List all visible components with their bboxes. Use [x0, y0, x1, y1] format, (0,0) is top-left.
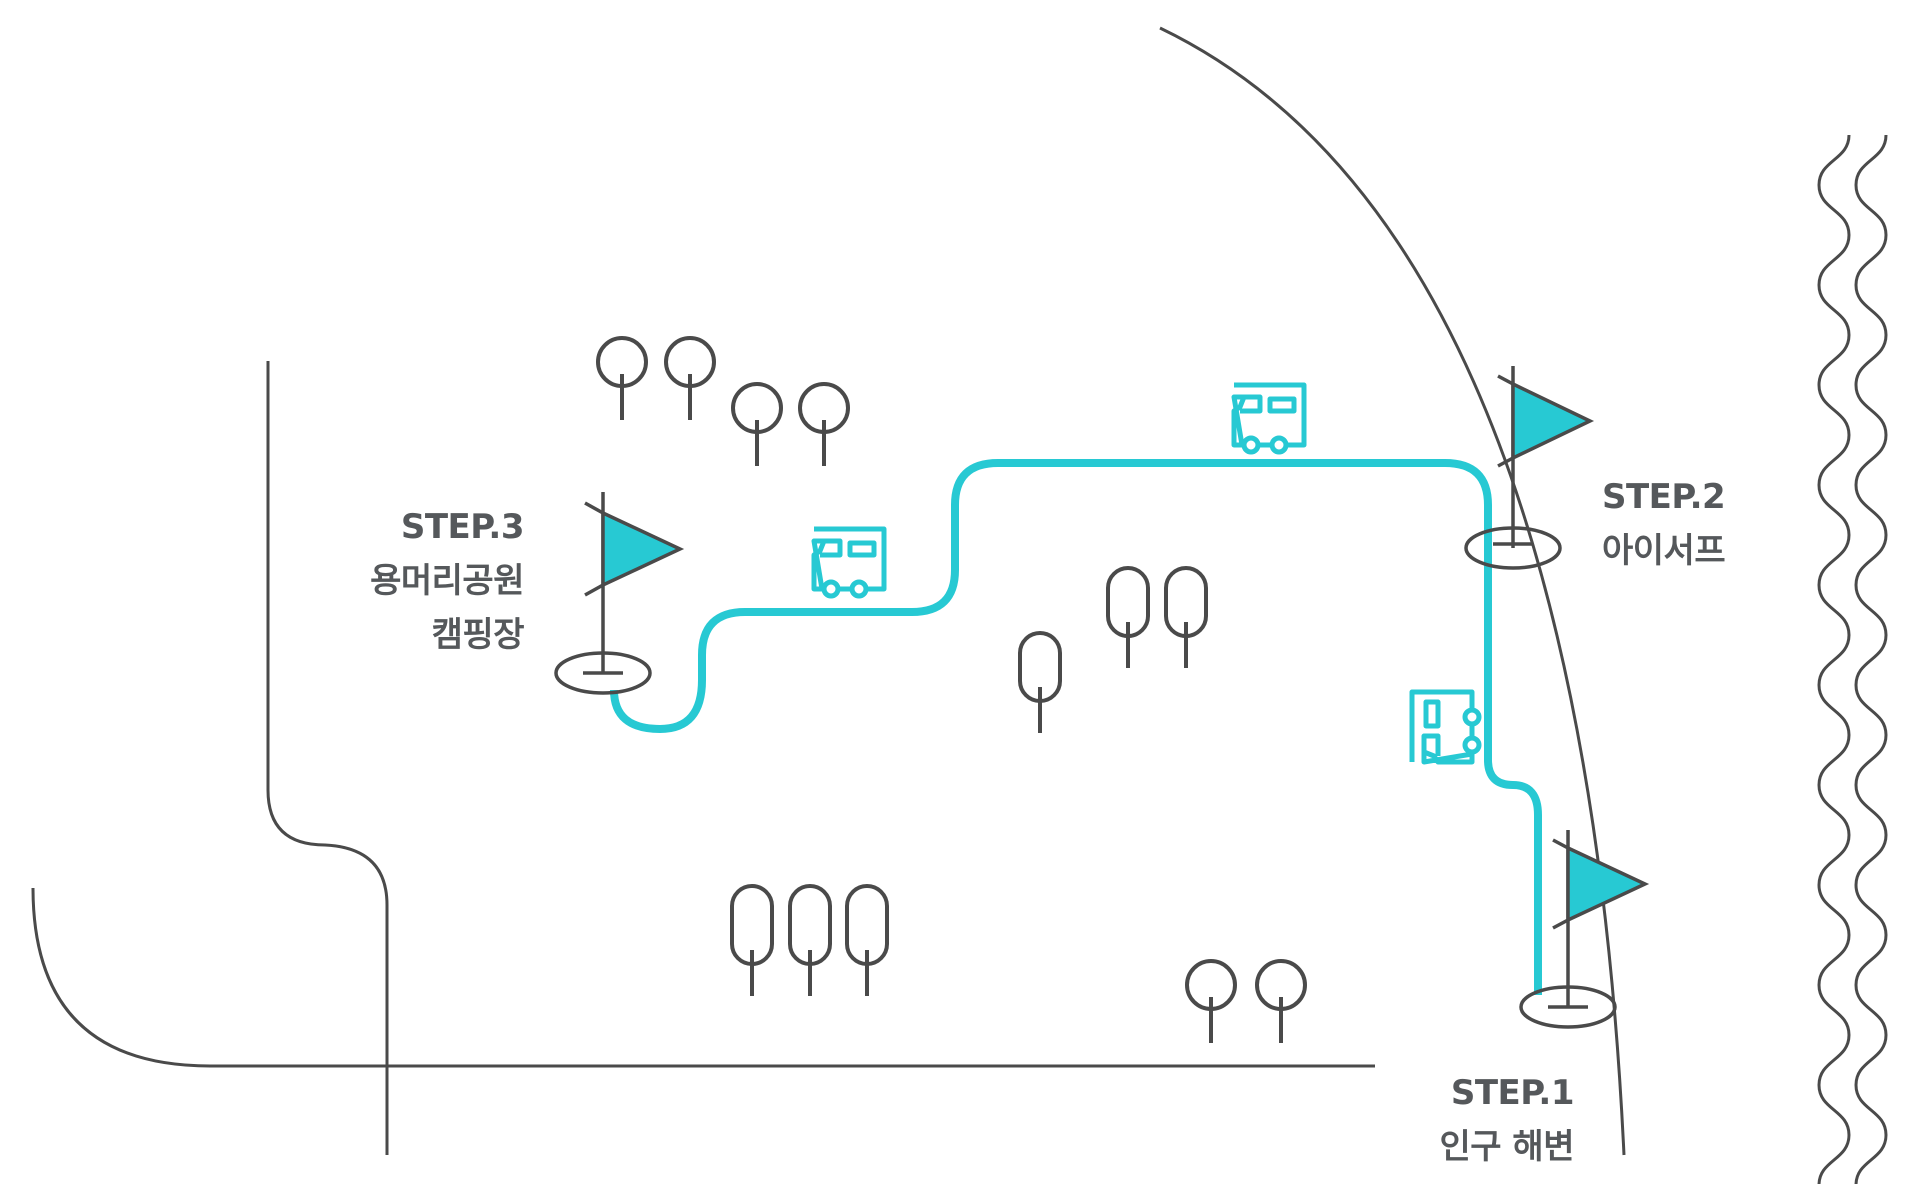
tree-icon	[1255, 959, 1307, 1043]
sea-waves	[1817, 134, 1888, 1184]
tree-icon	[798, 382, 850, 466]
flag-icon	[554, 492, 685, 695]
tree-icon	[1106, 566, 1150, 668]
coastline-arc	[1159, 26, 1626, 1156]
tree-icon	[1185, 959, 1237, 1043]
step-1-marker[interactable]	[1519, 830, 1650, 1029]
step-1-name-line-1: 인구 해변	[1439, 1127, 1575, 1167]
roads	[31, 26, 1626, 1156]
step-3-marker[interactable]	[554, 492, 685, 695]
tree-icon	[845, 884, 889, 996]
step-3-title: STEP.3	[400, 507, 525, 547]
camper-van-icon	[811, 526, 887, 599]
tree-icon	[664, 336, 716, 420]
wave-icon	[1817, 134, 1851, 1184]
step-3-name-line-2: 캠핑장	[431, 615, 525, 655]
flag-icon	[1464, 366, 1595, 570]
travel-route	[610, 459, 1542, 995]
camper-van-icon	[1409, 689, 1482, 765]
flag-icon	[1519, 830, 1650, 1029]
step-1-label: STEP.1 인구 해변	[1380, 1066, 1575, 1174]
step-2-marker[interactable]	[1464, 366, 1595, 570]
tree-icon	[1164, 566, 1208, 668]
step-1-title: STEP.1	[1450, 1073, 1575, 1113]
step-2-label: STEP.2 아이서프	[1602, 470, 1726, 578]
road-bottom-horizontal	[31, 887, 1375, 1068]
tree-icon	[730, 884, 774, 996]
trees	[596, 336, 1307, 1043]
tree-icon	[731, 382, 783, 466]
camper-van-icon	[1231, 382, 1307, 455]
step-3-label: STEP.3 용머리공원 캠핑장	[300, 500, 524, 662]
tree-icon	[1018, 631, 1062, 733]
step-2-title: STEP.2	[1602, 477, 1726, 517]
step-3-name-line-1: 용머리공원	[370, 561, 524, 601]
wave-icon	[1854, 134, 1888, 1184]
tree-icon	[788, 884, 832, 996]
road-left-vertical	[266, 361, 389, 1155]
step-2-name-line-1: 아이서프	[1602, 531, 1726, 571]
tree-icon	[596, 336, 648, 420]
